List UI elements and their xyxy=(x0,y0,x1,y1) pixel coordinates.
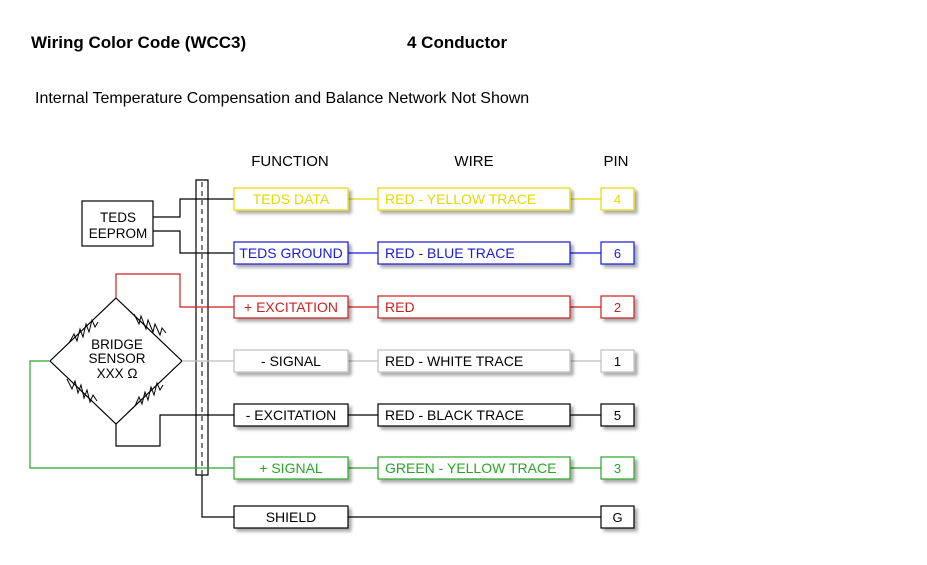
function-box xyxy=(233,241,349,265)
function-label: SHIELD xyxy=(266,509,317,525)
wire-box xyxy=(377,403,571,427)
cable-shield-tube xyxy=(195,179,209,476)
wire-row-signal: - SIGNAL RED - WHITE TRACE 1 xyxy=(233,349,635,373)
pin-box xyxy=(600,187,635,211)
function-label: TEDS GROUND xyxy=(239,245,342,261)
pin-label: 5 xyxy=(614,408,621,423)
function-box xyxy=(233,295,349,319)
bridge-label-line3: XXX Ω xyxy=(97,366,138,381)
diagram-title: Wiring Color Code (WCC3) xyxy=(31,33,247,52)
wire-box xyxy=(377,295,571,319)
wire-box xyxy=(377,187,571,211)
function-column-header: FUNCTION xyxy=(251,153,329,170)
pin-label: G xyxy=(612,510,622,525)
pin-column-header: PIN xyxy=(603,153,628,170)
pin-label: 1 xyxy=(614,354,621,369)
pin-box xyxy=(600,349,635,373)
function-box xyxy=(233,187,349,211)
teds-label-line1: TEDS xyxy=(100,210,136,225)
function-label: + EXCITATION xyxy=(244,299,338,315)
function-label: - SIGNAL xyxy=(261,353,321,369)
wire-label: RED - BLACK TRACE xyxy=(385,407,524,423)
teds-label-line2: EEPROM xyxy=(89,226,148,241)
wire-row-shield: SHIELD G xyxy=(233,505,635,529)
pin-box xyxy=(600,241,635,265)
function-box xyxy=(233,456,349,480)
function-label: + SIGNAL xyxy=(259,460,323,476)
wire-label: GREEN - YELLOW TRACE xyxy=(385,460,556,476)
wire-box xyxy=(377,241,571,265)
wire-row-teds-data: TEDS DATA RED - YELLOW TRACE 4 xyxy=(233,187,635,211)
wire-label: RED - BLUE TRACE xyxy=(385,245,515,261)
wire-label: RED - WHITE TRACE xyxy=(385,353,523,369)
bridge-leads xyxy=(29,273,234,518)
wire-row-excitation: + EXCITATION RED 2 xyxy=(233,295,635,319)
pin-label: 2 xyxy=(614,300,621,315)
function-box xyxy=(233,403,349,427)
bridge-label-line1: BRIDGE xyxy=(91,337,143,352)
wire-row-teds-ground: TEDS GROUND RED - BLUE TRACE 6 xyxy=(233,241,635,265)
pin-label: 6 xyxy=(614,246,621,261)
wire-box xyxy=(377,349,571,373)
pin-box xyxy=(600,505,635,529)
wire-column-header: WIRE xyxy=(454,153,493,170)
function-box xyxy=(233,505,349,529)
teds-eeprom: TEDS EEPROM xyxy=(81,200,154,247)
pin-box xyxy=(600,295,635,319)
wire-label: RED - YELLOW TRACE xyxy=(385,191,536,207)
pin-label: 4 xyxy=(614,192,621,207)
function-label: - EXCITATION xyxy=(246,407,336,423)
compensation-note: Internal Temperature Compensation and Ba… xyxy=(35,90,530,107)
teds-leads xyxy=(153,198,234,254)
pin-box xyxy=(600,456,635,480)
wire-box xyxy=(377,456,571,480)
bridge-label-line2: SENSOR xyxy=(88,351,145,366)
conductor-count: 4 Conductor xyxy=(407,33,508,52)
function-box xyxy=(233,349,349,373)
wire-row-excitation: - EXCITATION RED - BLACK TRACE 5 xyxy=(233,403,635,427)
pin-label: 3 xyxy=(614,461,621,476)
wire-label: RED xyxy=(385,299,415,315)
wire-row-signal: + SIGNAL GREEN - YELLOW TRACE 3 xyxy=(233,456,635,480)
pin-box xyxy=(600,403,635,427)
function-label: TEDS DATA xyxy=(253,191,330,207)
